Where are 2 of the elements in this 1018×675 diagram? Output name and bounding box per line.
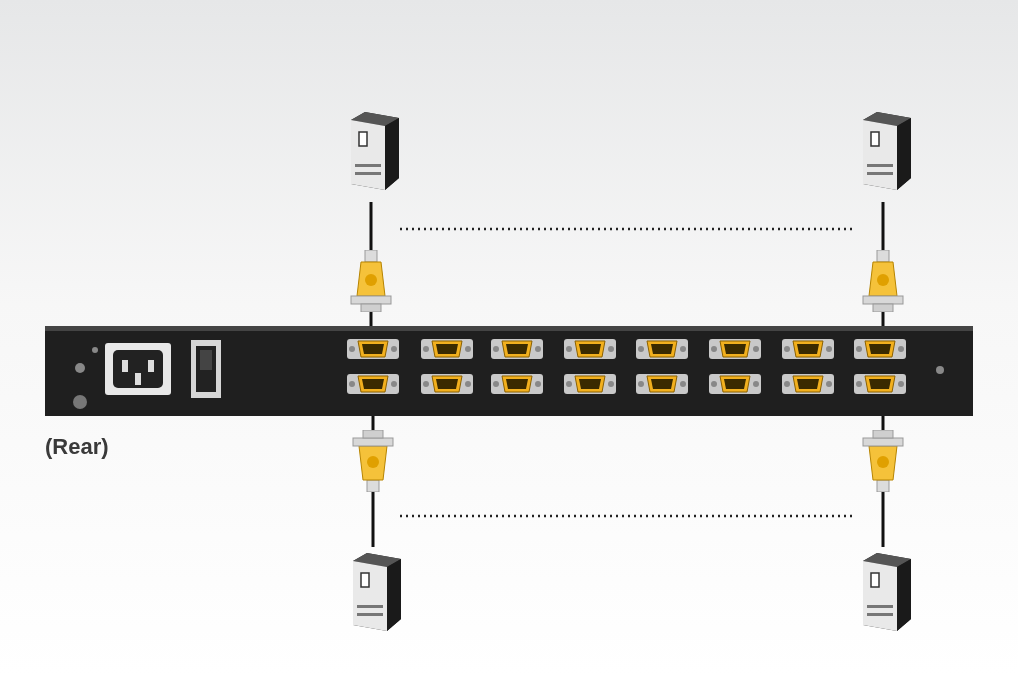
- rear-panel-drawing: [45, 326, 973, 416]
- node-label: (Rear): [45, 434, 109, 460]
